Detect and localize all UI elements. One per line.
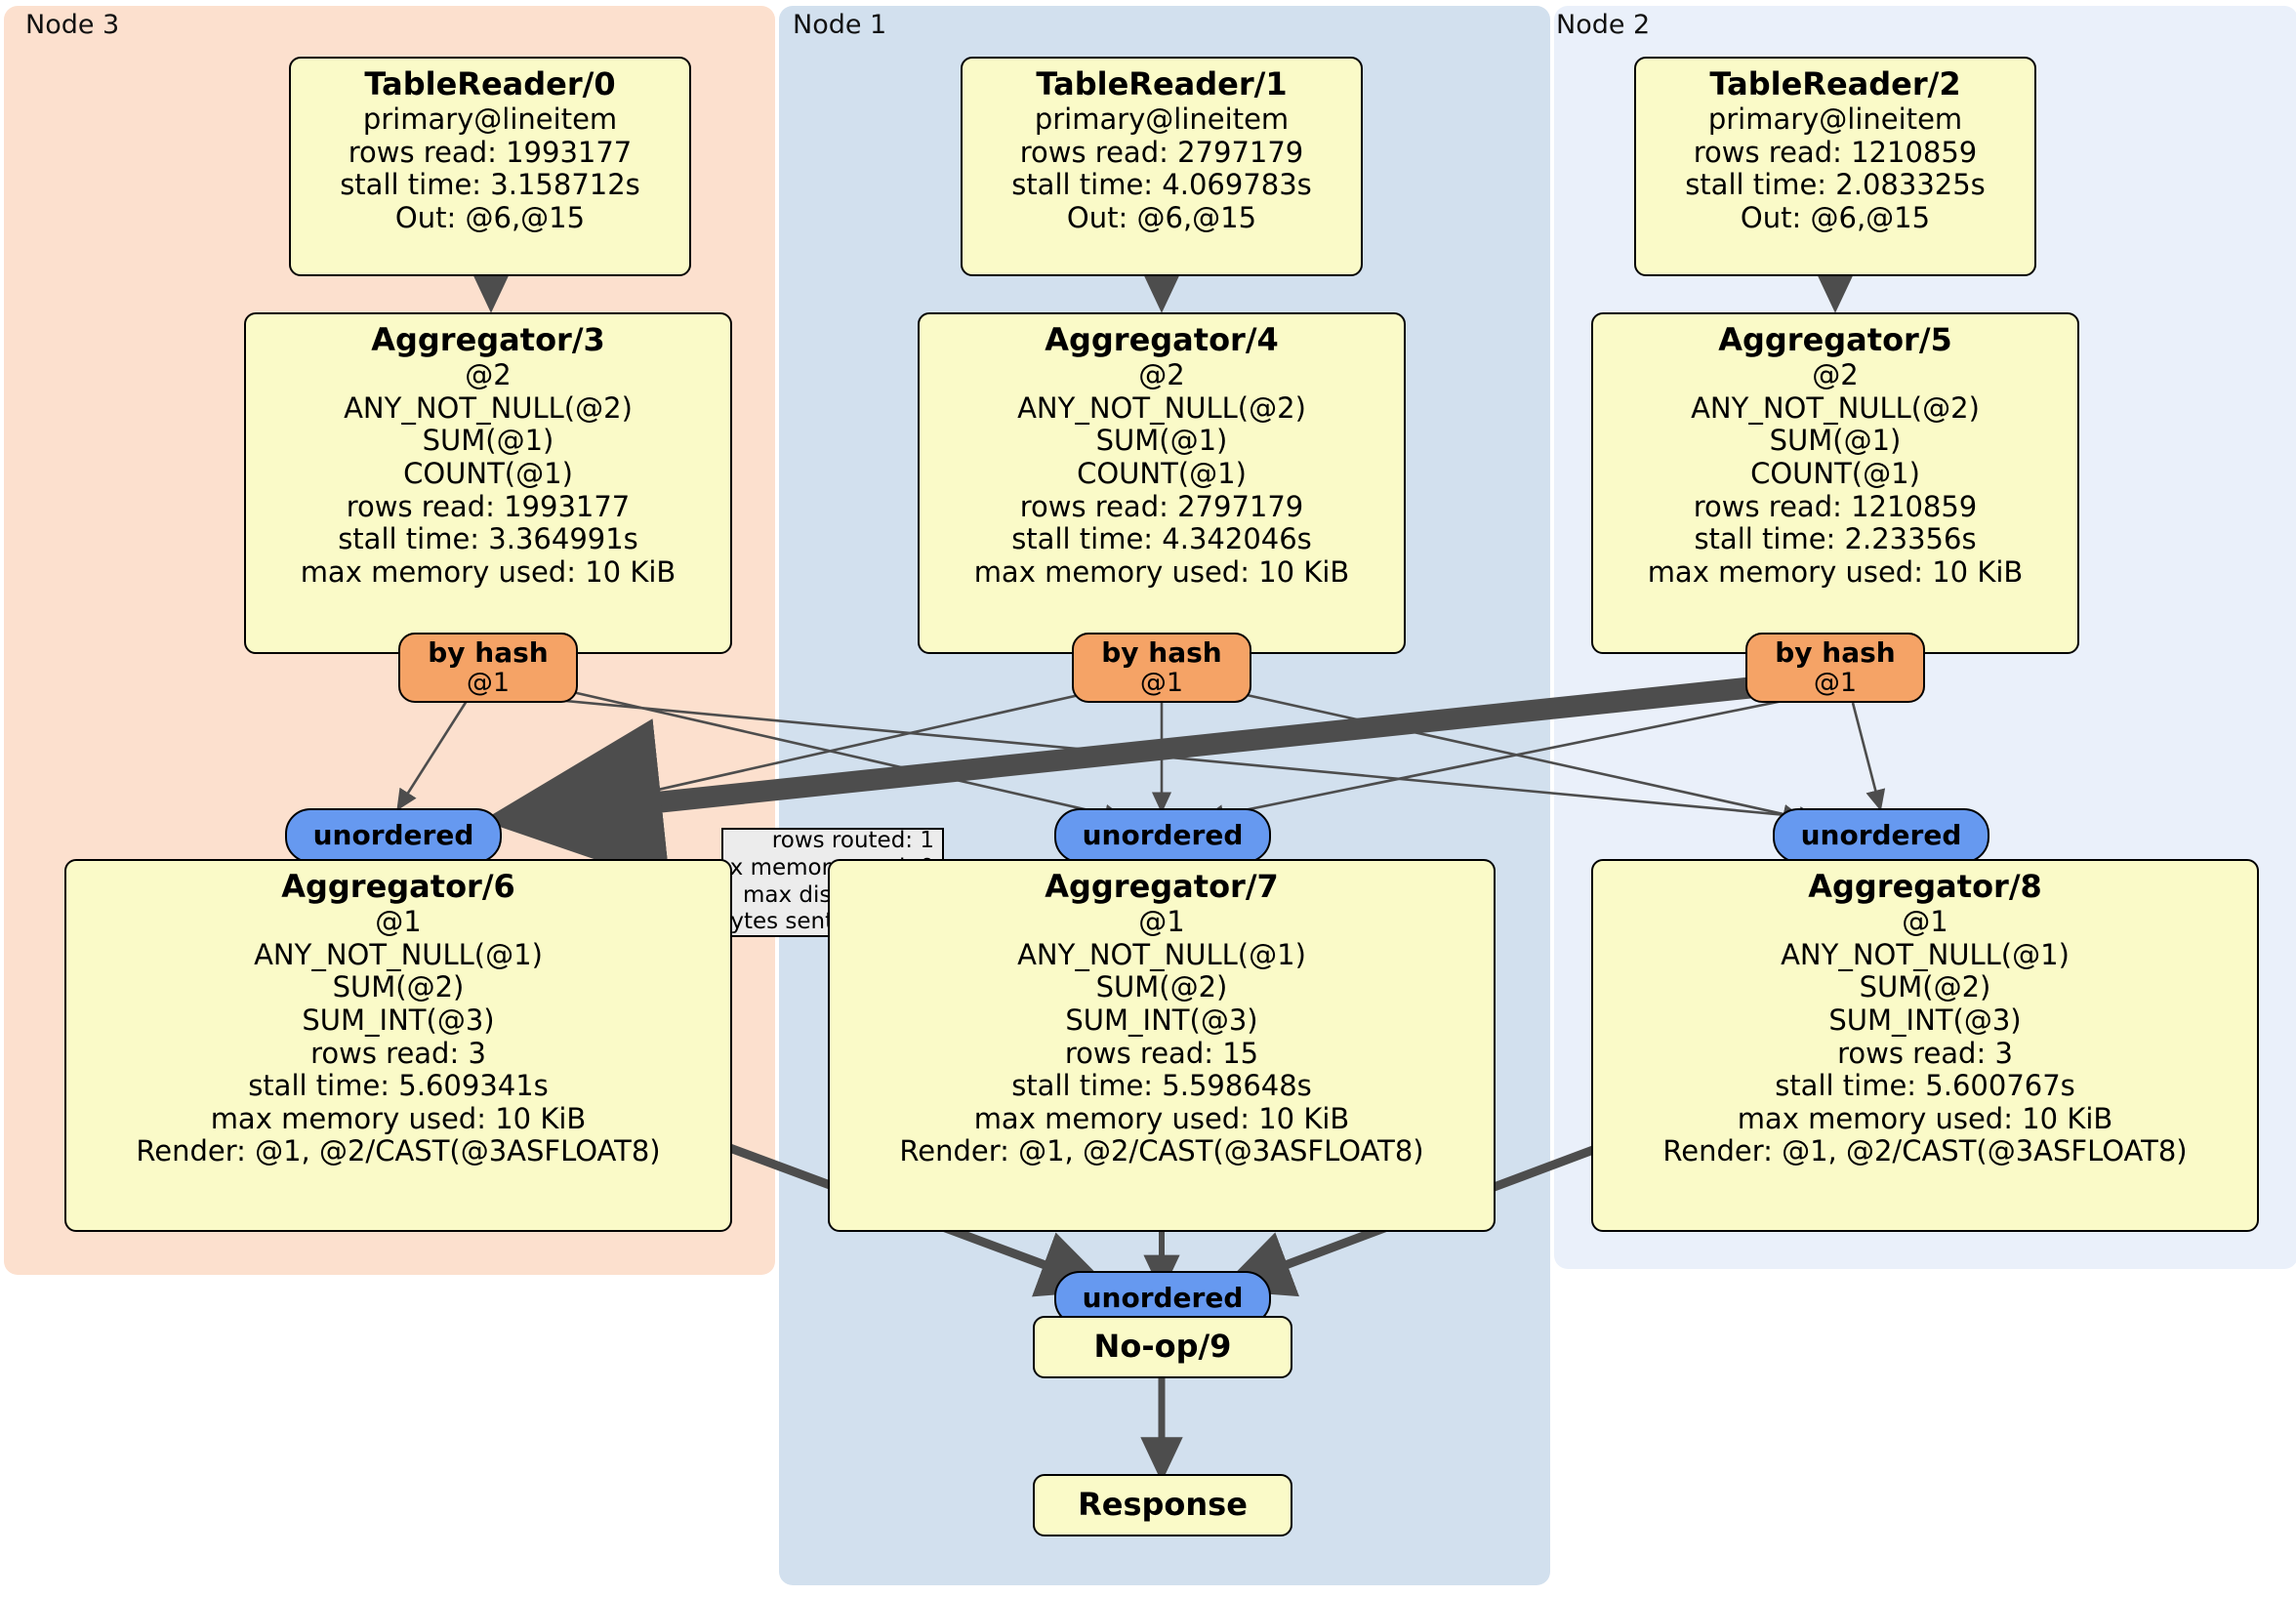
operator-aggregator-4[interactable]: Aggregator/4 @2 ANY_NOT_NULL(@2) SUM(@1)… [918, 312, 1406, 654]
operator-aggregator-3[interactable]: Aggregator/3 @2 ANY_NOT_NULL(@2) SUM(@1)… [244, 312, 732, 654]
operator-aggregator-8[interactable]: Aggregator/8 @1 ANY_NOT_NULL(@1) SUM(@2)… [1591, 859, 2259, 1232]
synchronizer-unordered-6[interactable]: unordered [285, 808, 502, 863]
operator-detail: primary@lineitem [1034, 102, 1290, 137]
operator-title: Aggregator/5 [1718, 321, 1952, 358]
operator-detail: stall time: 5.598648s [1011, 1069, 1312, 1103]
operator-response[interactable]: Response [1033, 1474, 1292, 1536]
operator-table-reader-0[interactable]: TableReader/0 primary@lineitem rows read… [289, 57, 691, 276]
operator-aggregator-6[interactable]: Aggregator/6 @1 ANY_NOT_NULL(@1) SUM(@2)… [64, 859, 732, 1232]
cluster-label-node3: Node 3 [25, 10, 120, 40]
operator-title: TableReader/1 [1036, 65, 1288, 102]
operator-detail: SUM_INT(@3) [1065, 1003, 1258, 1037]
operator-detail: max memory used: 10 KiB [973, 554, 1350, 589]
operator-detail: stall time: 5.609341s [248, 1069, 549, 1103]
operator-detail: rows read: 2797179 [1019, 489, 1304, 523]
operator-detail: Render: @1, @2/CAST(@3ASFLOAT8) [1662, 1134, 2188, 1168]
operator-detail: primary@lineitem [1707, 102, 1963, 137]
cluster-label-node1: Node 1 [793, 10, 887, 40]
operator-detail: Out: @6,@15 [1740, 200, 1931, 234]
operator-title: Response [1078, 1486, 1248, 1524]
operator-detail: SUM(@1) [1095, 424, 1228, 458]
operator-detail: ANY_NOT_NULL(@2) [1017, 390, 1306, 425]
operator-detail: SUM(@2) [1095, 970, 1228, 1004]
router-by-hash-5[interactable]: by hash @1 [1745, 633, 1925, 703]
synchronizer-label: unordered [1082, 819, 1244, 851]
operator-detail: ANY_NOT_NULL(@1) [254, 937, 543, 971]
operator-detail: SUM(@1) [422, 424, 554, 458]
operator-detail: ANY_NOT_NULL(@2) [344, 390, 633, 425]
operator-detail: @1 [375, 905, 422, 939]
synchronizer-label: unordered [1082, 1282, 1244, 1314]
operator-detail: @1 [1902, 905, 1948, 939]
synchronizer-label: unordered [1800, 819, 1962, 851]
operator-title: Aggregator/3 [371, 321, 605, 358]
operator-detail: Render: @1, @2/CAST(@3ASFLOAT8) [136, 1134, 661, 1168]
operator-detail: stall time: 2.083325s [1685, 168, 1986, 202]
operator-detail: max memory used: 10 KiB [973, 1101, 1350, 1135]
operator-detail: primary@lineitem [362, 102, 618, 137]
operator-detail: COUNT(@1) [403, 456, 573, 490]
router-label: by hash [428, 635, 549, 669]
operator-detail: ANY_NOT_NULL(@2) [1691, 390, 1980, 425]
operator-aggregator-5[interactable]: Aggregator/5 @2 ANY_NOT_NULL(@2) SUM(@1)… [1591, 312, 2079, 654]
operator-detail: Render: @1, @2/CAST(@3ASFLOAT8) [899, 1134, 1424, 1168]
operator-detail: SUM(@1) [1769, 424, 1902, 458]
operator-detail: stall time: 4.342046s [1011, 522, 1312, 556]
operator-title: Aggregator/8 [1808, 868, 2042, 905]
operator-title: No-op/9 [1093, 1328, 1232, 1366]
operator-detail: COUNT(@1) [1750, 456, 1920, 490]
operator-detail: rows read: 3 [310, 1036, 486, 1070]
router-label: by hash [1101, 635, 1222, 669]
operator-detail: SUM(@2) [1859, 970, 1991, 1004]
operator-detail: max memory used: 10 KiB [1737, 1101, 2113, 1135]
operator-detail: rows read: 15 [1064, 1036, 1259, 1070]
operator-detail: Out: @6,@15 [1066, 200, 1257, 234]
router-by-hash-3[interactable]: by hash @1 [398, 633, 578, 703]
operator-table-reader-2[interactable]: TableReader/2 primary@lineitem rows read… [1634, 57, 2036, 276]
operator-detail: SUM_INT(@3) [1828, 1003, 2022, 1037]
operator-detail: @2 [1138, 358, 1185, 392]
router-column: @1 [1813, 667, 1858, 698]
operator-detail: stall time: 5.600767s [1775, 1069, 2075, 1103]
operator-table-reader-1[interactable]: TableReader/1 primary@lineitem rows read… [961, 57, 1363, 276]
operator-title: Aggregator/7 [1045, 868, 1279, 905]
operator-detail: SUM_INT(@3) [302, 1003, 495, 1037]
stat-line: rows routed: 1 [771, 828, 934, 854]
operator-detail: rows read: 1993177 [346, 489, 631, 523]
router-label: by hash [1775, 635, 1896, 669]
operator-detail: SUM(@2) [332, 970, 465, 1004]
operator-detail: @2 [1812, 358, 1859, 392]
operator-detail: ANY_NOT_NULL(@1) [1781, 937, 2070, 971]
operator-title: Aggregator/4 [1045, 321, 1279, 358]
operator-detail: rows read: 2797179 [1019, 135, 1304, 169]
operator-detail: COUNT(@1) [1077, 456, 1247, 490]
operator-detail: ANY_NOT_NULL(@1) [1017, 937, 1306, 971]
operator-detail: rows read: 1210859 [1693, 489, 1978, 523]
cluster-label-node2: Node 2 [1556, 10, 1651, 40]
operator-detail: rows read: 1993177 [348, 135, 633, 169]
router-by-hash-4[interactable]: by hash @1 [1072, 633, 1251, 703]
operator-detail: @2 [465, 358, 512, 392]
operator-noop-9[interactable]: No-op/9 [1033, 1316, 1292, 1378]
operator-detail: max memory used: 10 KiB [300, 554, 676, 589]
operator-detail: stall time: 3.364991s [338, 522, 638, 556]
router-column: @1 [1139, 667, 1184, 698]
operator-detail: stall time: 4.069783s [1011, 168, 1312, 202]
operator-title: TableReader/0 [364, 65, 616, 102]
operator-detail: stall time: 3.158712s [340, 168, 640, 202]
operator-detail: max memory used: 10 KiB [210, 1101, 587, 1135]
synchronizer-label: unordered [312, 819, 474, 851]
operator-detail: Out: @6,@15 [394, 200, 586, 234]
operator-aggregator-7[interactable]: Aggregator/7 @1 ANY_NOT_NULL(@1) SUM(@2)… [828, 859, 1496, 1232]
router-column: @1 [466, 667, 511, 698]
operator-title: TableReader/2 [1709, 65, 1961, 102]
operator-title: Aggregator/6 [281, 868, 515, 905]
operator-detail: rows read: 1210859 [1693, 135, 1978, 169]
operator-detail: rows read: 3 [1837, 1036, 2013, 1070]
operator-detail: max memory used: 10 KiB [1647, 554, 2024, 589]
operator-detail: stall time: 2.23356s [1694, 522, 1977, 556]
synchronizer-unordered-7[interactable]: unordered [1054, 808, 1271, 863]
synchronizer-unordered-8[interactable]: unordered [1773, 808, 1989, 863]
operator-detail: @1 [1138, 905, 1185, 939]
